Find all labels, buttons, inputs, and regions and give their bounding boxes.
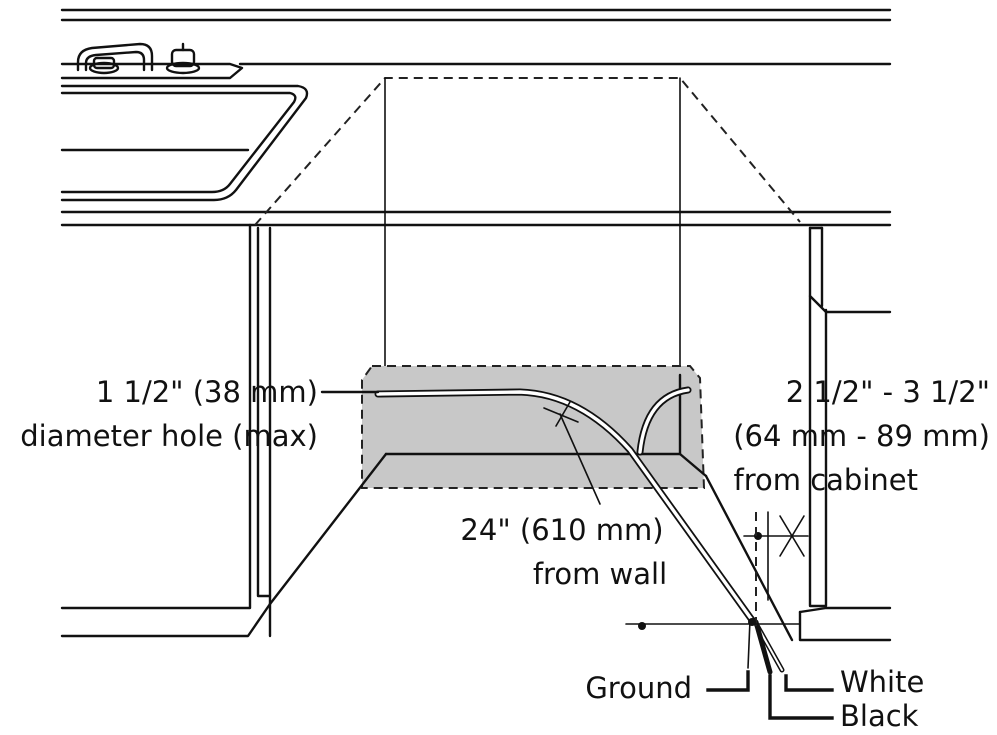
dishwasher-outline [254, 77, 801, 376]
wall-distance-label: 24" (610 mm) [460, 513, 663, 547]
hole-size-label: 1 1/2" (38 mm) [96, 375, 318, 409]
white-label: White [840, 665, 924, 699]
floor-lines [268, 373, 794, 642]
wire-leads [747, 617, 785, 675]
dimension-marks [320, 390, 809, 630]
sink [60, 62, 309, 202]
left-cabinet [60, 223, 272, 638]
offset-range-label: 2 1/2" - 3 1/2" [786, 375, 990, 409]
labels: 1 1/2" (38 mm) diameter hole (max) 2 1/2… [20, 375, 990, 733]
hole-desc-label: diameter hole (max) [20, 419, 318, 453]
black-wire [753, 619, 773, 675]
black-bracket [768, 674, 834, 720]
wall-from-label: from wall [533, 557, 667, 591]
ground-label: Ground [585, 671, 692, 705]
countertop [60, 8, 892, 227]
wall-distance-pointer [559, 413, 601, 505]
offset-from-label: from cabinet [734, 463, 918, 497]
white-bracket [784, 674, 834, 692]
wall-opening-area [361, 365, 706, 489]
power-cable [374, 386, 756, 624]
black-label: Black [840, 699, 919, 733]
right-cabinet [798, 226, 892, 642]
ground-bracket [706, 670, 750, 692]
wire-label-brackets [706, 670, 834, 720]
faucet-icon [76, 42, 201, 75]
ground-wire [747, 619, 751, 669]
offset-metric-label: (64 mm - 89 mm) [733, 419, 990, 453]
